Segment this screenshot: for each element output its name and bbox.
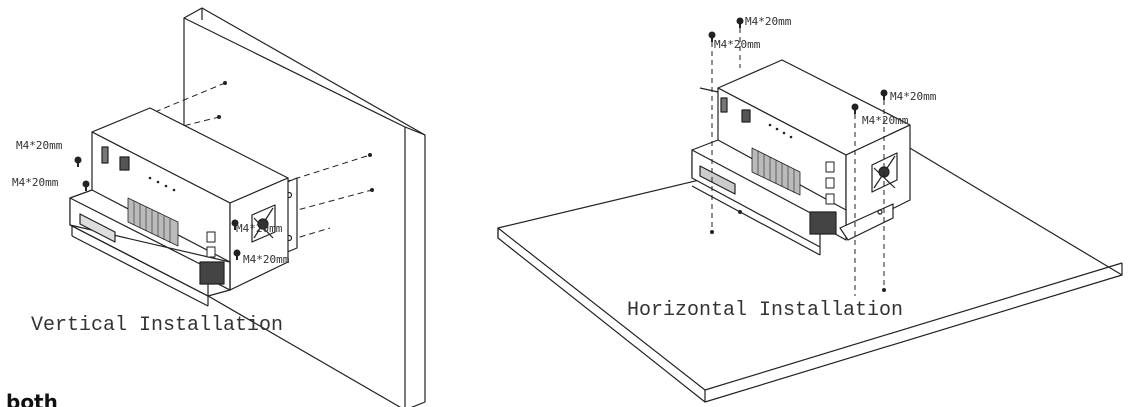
screw-label: M4*20mm	[862, 114, 909, 127]
screw-icon	[74, 156, 241, 260]
screw-label: M4*20mm	[16, 139, 63, 152]
screw-label: M4*20mm	[745, 15, 792, 28]
screw-guide-lines	[711, 28, 885, 296]
wall	[183, 7, 426, 407]
screw-label: M4*20mm	[714, 38, 761, 51]
cropped-heading-fragment: both	[6, 392, 58, 407]
screw-icon	[708, 17, 888, 114]
horizontal-installation-caption: Horizontal Installation	[627, 299, 903, 322]
device-body	[69, 107, 289, 307]
screw-guide-lines	[154, 82, 373, 241]
device-body	[691, 59, 911, 256]
screw-label: M4*20mm	[12, 176, 59, 189]
fan-icon	[251, 204, 276, 243]
vertical-installation-caption: Vertical Installation	[31, 314, 283, 337]
screw-label: M4*20mm	[236, 222, 283, 235]
screw-label: M4*20mm	[890, 90, 937, 103]
horizontal-installation-view	[497, 17, 1123, 403]
vertical-installation-view	[69, 7, 426, 407]
screw-label: M4*20mm	[243, 253, 290, 266]
